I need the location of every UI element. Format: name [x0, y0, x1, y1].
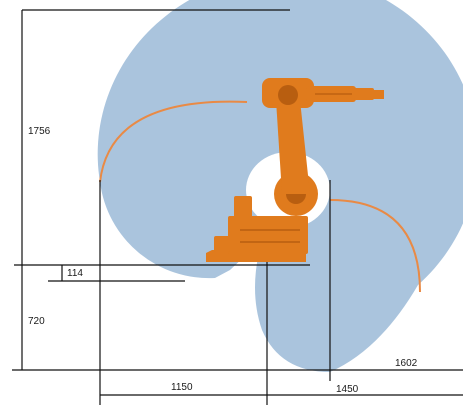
robot-elbow-joint	[278, 85, 298, 105]
dimension-labels: 1756 114 720 1150 1450 1602	[28, 126, 418, 395]
robot-pedestal	[228, 216, 308, 254]
label-height-lower: 720	[28, 316, 45, 327]
label-reach-diagonal: 1602	[395, 358, 418, 369]
robot-arm	[206, 78, 384, 262]
robot-motor-rear	[214, 236, 230, 252]
wrist-arcs	[99, 100, 421, 293]
arc-left	[99, 100, 248, 183]
label-reach-back: 1150	[171, 382, 193, 393]
label-base-offset: 114	[67, 268, 83, 279]
dimension-lines	[12, 9, 463, 405]
arc-right	[329, 199, 421, 293]
robot-flange	[372, 90, 384, 99]
label-reach-front: 1450	[336, 384, 359, 395]
robot-lower-arm	[276, 100, 310, 194]
label-height-upper: 1756	[28, 126, 51, 137]
robot-wrist	[354, 88, 374, 100]
robot-motor-left	[234, 196, 252, 220]
